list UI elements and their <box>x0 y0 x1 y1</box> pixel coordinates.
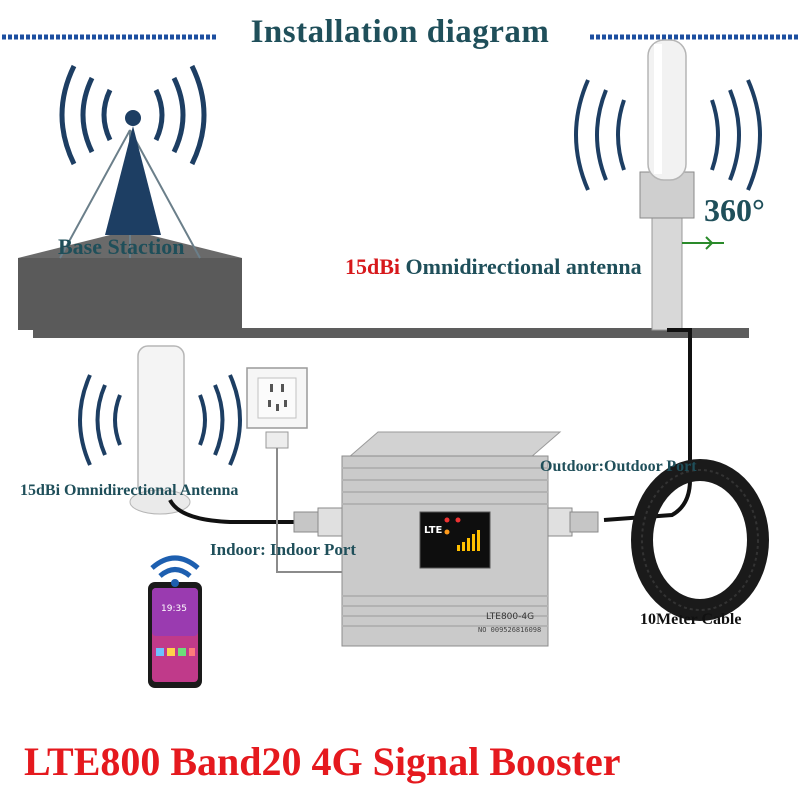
booster-model: LTE800-4G <box>486 612 535 622</box>
indoor-cable <box>168 498 300 524</box>
cable-coil-icon <box>631 459 769 621</box>
outdoor-antenna-icon <box>574 39 762 331</box>
footer-banner: LTE800 Band20 4G Signal Booster <box>24 739 621 784</box>
power-socket-icon <box>246 367 308 449</box>
wifi-icon <box>150 555 200 587</box>
booster-screen-band: LTE <box>424 525 443 536</box>
base-station-building <box>18 129 242 330</box>
cable-label: 10Meter Cable <box>640 611 742 628</box>
phone-time: 19:35 <box>161 604 187 614</box>
booster-serial: NO 009526816098 <box>478 626 542 634</box>
outdoor-port-label: Outdoor:Outdoor Port <box>540 458 697 475</box>
ground-line <box>33 328 749 338</box>
outdoor-antenna-label: 15dBi Omnidirectional antenna <box>345 254 642 280</box>
indoor-port-connector <box>293 507 343 537</box>
page-title: Installation diagram <box>0 14 800 51</box>
outdoor-antenna-gain: 15dBi <box>345 254 401 279</box>
smartphone-icon <box>148 582 202 688</box>
outdoor-antenna-type: Omnidirectional antenna <box>405 254 642 279</box>
indoor-antenna-icon <box>78 345 242 515</box>
base-station-label: Base Staction <box>58 234 185 259</box>
indoor-antenna-label: 15dBi Omnidirectional Antenna <box>20 482 239 499</box>
outdoor-port-connector <box>547 507 599 537</box>
antenna-angle-label: 360° <box>704 192 765 228</box>
tower-icon <box>59 64 207 235</box>
power-cable <box>276 448 345 573</box>
signal-booster-device <box>341 431 562 647</box>
indoor-port-label: Indoor: Indoor Port <box>210 540 357 559</box>
